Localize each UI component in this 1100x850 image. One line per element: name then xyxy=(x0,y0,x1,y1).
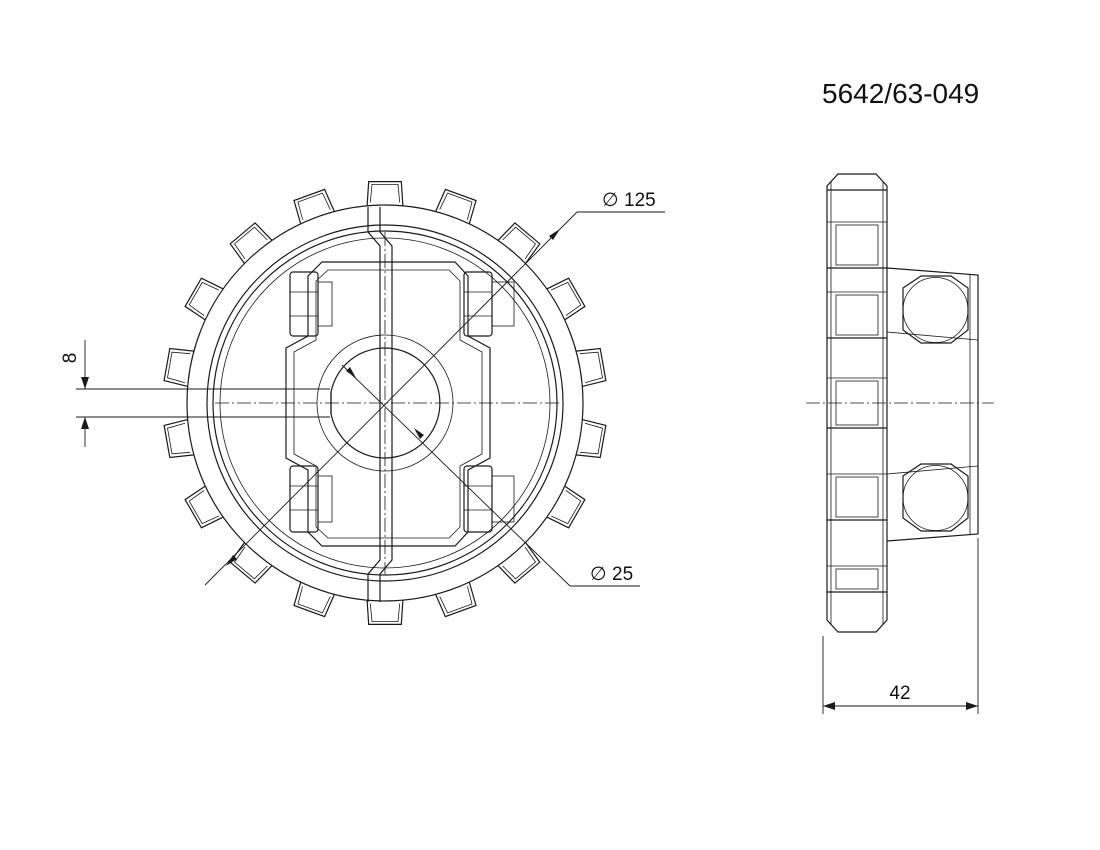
dia-125-label: 125 xyxy=(624,190,656,211)
sprocket-tooth-inner xyxy=(188,490,219,525)
dia-125-symbol: ∅ xyxy=(602,190,619,211)
sprocket-tooth-inner xyxy=(551,281,582,316)
sprocket-tooth xyxy=(163,419,194,459)
sprocket-tooth xyxy=(293,188,335,224)
bolt-top-left xyxy=(289,271,333,337)
sprocket-tooth xyxy=(576,419,607,459)
side-teeth xyxy=(827,189,887,593)
hub-pocket-inner xyxy=(293,269,483,539)
hub-pocket xyxy=(285,261,491,547)
sprocket-tooth xyxy=(293,582,335,618)
side-hub-step-top xyxy=(886,331,979,341)
sprocket-tooth-inner xyxy=(579,422,603,455)
dia-25-label: 25 xyxy=(612,564,633,585)
sprocket-tooth-inner xyxy=(233,226,268,260)
sprocket-tooth-inner xyxy=(439,586,473,614)
keyway-label: 8 xyxy=(60,353,81,364)
keyway-arrow-top xyxy=(81,377,89,389)
bolt-top-right xyxy=(463,271,515,337)
sprocket-tooth xyxy=(184,277,224,321)
bolt-bottom-left xyxy=(289,465,333,533)
sprocket-teeth xyxy=(163,181,607,626)
dia-25-leader xyxy=(341,364,571,587)
dia-25-arrow-b xyxy=(414,428,424,439)
split-line xyxy=(367,207,381,602)
side-bolt-bottom xyxy=(902,463,969,532)
sprocket-tooth-inner xyxy=(502,546,537,580)
side-tooth xyxy=(835,294,879,336)
sprocket-tooth xyxy=(435,582,477,618)
sprocket-tooth xyxy=(366,181,404,206)
width-label: 42 xyxy=(889,683,910,704)
dia-125-leader xyxy=(204,211,578,586)
rim-inner-ring xyxy=(206,224,564,582)
dia-125-arrow-bottom xyxy=(226,555,237,566)
dia-25-symbol: ∅ xyxy=(590,564,607,585)
sprocket-tooth xyxy=(184,485,224,529)
sprocket-tooth-inner xyxy=(579,351,603,384)
bolt-bottom-right xyxy=(463,465,515,533)
side-hub-step-bottom xyxy=(886,465,979,475)
sprocket-tooth xyxy=(435,188,477,224)
sprocket-tooth xyxy=(163,347,194,387)
keyway-arrow-bottom xyxy=(81,417,89,429)
side-hub xyxy=(886,267,979,542)
sprocket-tooth-inner xyxy=(502,226,537,260)
side-tooth xyxy=(835,476,879,518)
sprocket-tooth xyxy=(576,347,607,387)
outer-rim xyxy=(186,204,584,602)
sprocket-tooth-inner xyxy=(551,490,582,525)
part-number: 5642/63-049 xyxy=(822,78,979,109)
bore-with-keyway xyxy=(330,347,441,459)
sprocket-tooth-inner xyxy=(297,586,331,614)
sprocket-tooth-inner xyxy=(188,281,219,316)
side-tooth xyxy=(835,568,879,590)
sprocket-tooth-inner xyxy=(233,546,268,580)
sprocket-tooth xyxy=(497,222,541,264)
sprocket-tooth xyxy=(229,222,273,264)
sprocket-tooth-inner xyxy=(369,183,401,203)
side-rim-outline xyxy=(826,173,888,633)
side-tooth xyxy=(835,224,879,266)
width-arrow-right xyxy=(966,702,978,710)
sprocket-tooth xyxy=(366,600,404,626)
sprocket-front-view: ∅ 125 ∅ 25 8 xyxy=(60,181,665,626)
sprocket-tooth xyxy=(546,277,586,321)
sprocket-tooth-inner xyxy=(167,422,191,455)
side-bolt-top xyxy=(902,275,969,344)
sprocket-tooth-inner xyxy=(369,603,401,622)
dia-25-arrow-a xyxy=(346,367,356,378)
split-line-2 xyxy=(379,207,393,602)
width-arrow-left xyxy=(823,702,835,710)
sprocket-tooth-inner xyxy=(297,192,331,220)
sprocket-tooth-inner xyxy=(439,192,473,220)
dia-125-arrow-top xyxy=(549,229,560,240)
sprocket-tooth-inner xyxy=(167,351,191,384)
sprocket-side-view: 42 xyxy=(806,173,994,714)
sprocket-tooth xyxy=(546,485,586,529)
sprocket-tooth xyxy=(497,542,541,584)
